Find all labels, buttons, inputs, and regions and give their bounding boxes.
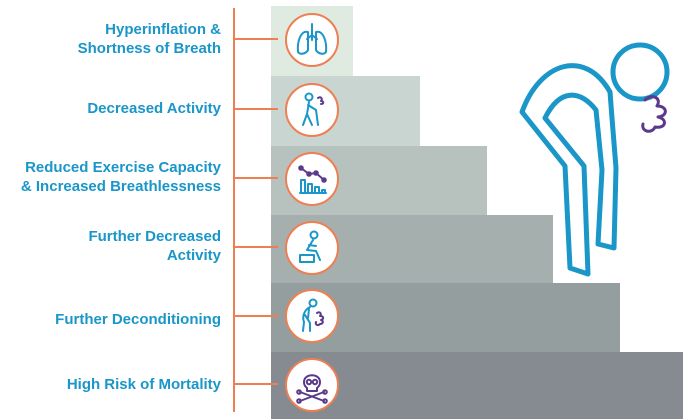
- stage-icon-1: [285, 13, 339, 67]
- skull-crossbones-icon: [296, 374, 328, 404]
- stage-icon-6: [285, 358, 339, 412]
- stage-icon-2: [285, 83, 339, 137]
- connector-tick: [233, 38, 278, 40]
- stage-icon-3: [285, 152, 339, 206]
- stage-icon-4: [285, 221, 339, 275]
- person-with-cane-icon: [302, 92, 325, 126]
- declining-bar-chart-icon: [298, 165, 327, 194]
- connector-tick: [233, 108, 278, 110]
- connector-tick: [233, 383, 278, 385]
- timeline-connector: [233, 8, 235, 412]
- stage-label-5: Further Deconditioning: [55, 311, 221, 328]
- step-6: [271, 352, 683, 419]
- stage-label-2: Decreased Activity: [87, 100, 221, 117]
- figure-body: [519, 63, 619, 277]
- lungs-icon: [296, 23, 328, 55]
- connector-tick: [233, 177, 278, 179]
- connector-tick: [233, 315, 278, 317]
- figure-head: [610, 42, 670, 102]
- stage-label-3: Reduced Exercise Capacity& Increased Bre…: [20, 159, 221, 195]
- stage-label-1: Hyperinflation &Shortness of Breath: [77, 21, 221, 57]
- seated-person-icon: [299, 230, 321, 263]
- breathless-person-icon: [302, 298, 325, 332]
- stage-icon-5: [285, 289, 339, 343]
- breath-symbol: [641, 95, 667, 133]
- connector-tick: [233, 246, 278, 248]
- stage-label-6: High Risk of Mortality: [66, 376, 221, 393]
